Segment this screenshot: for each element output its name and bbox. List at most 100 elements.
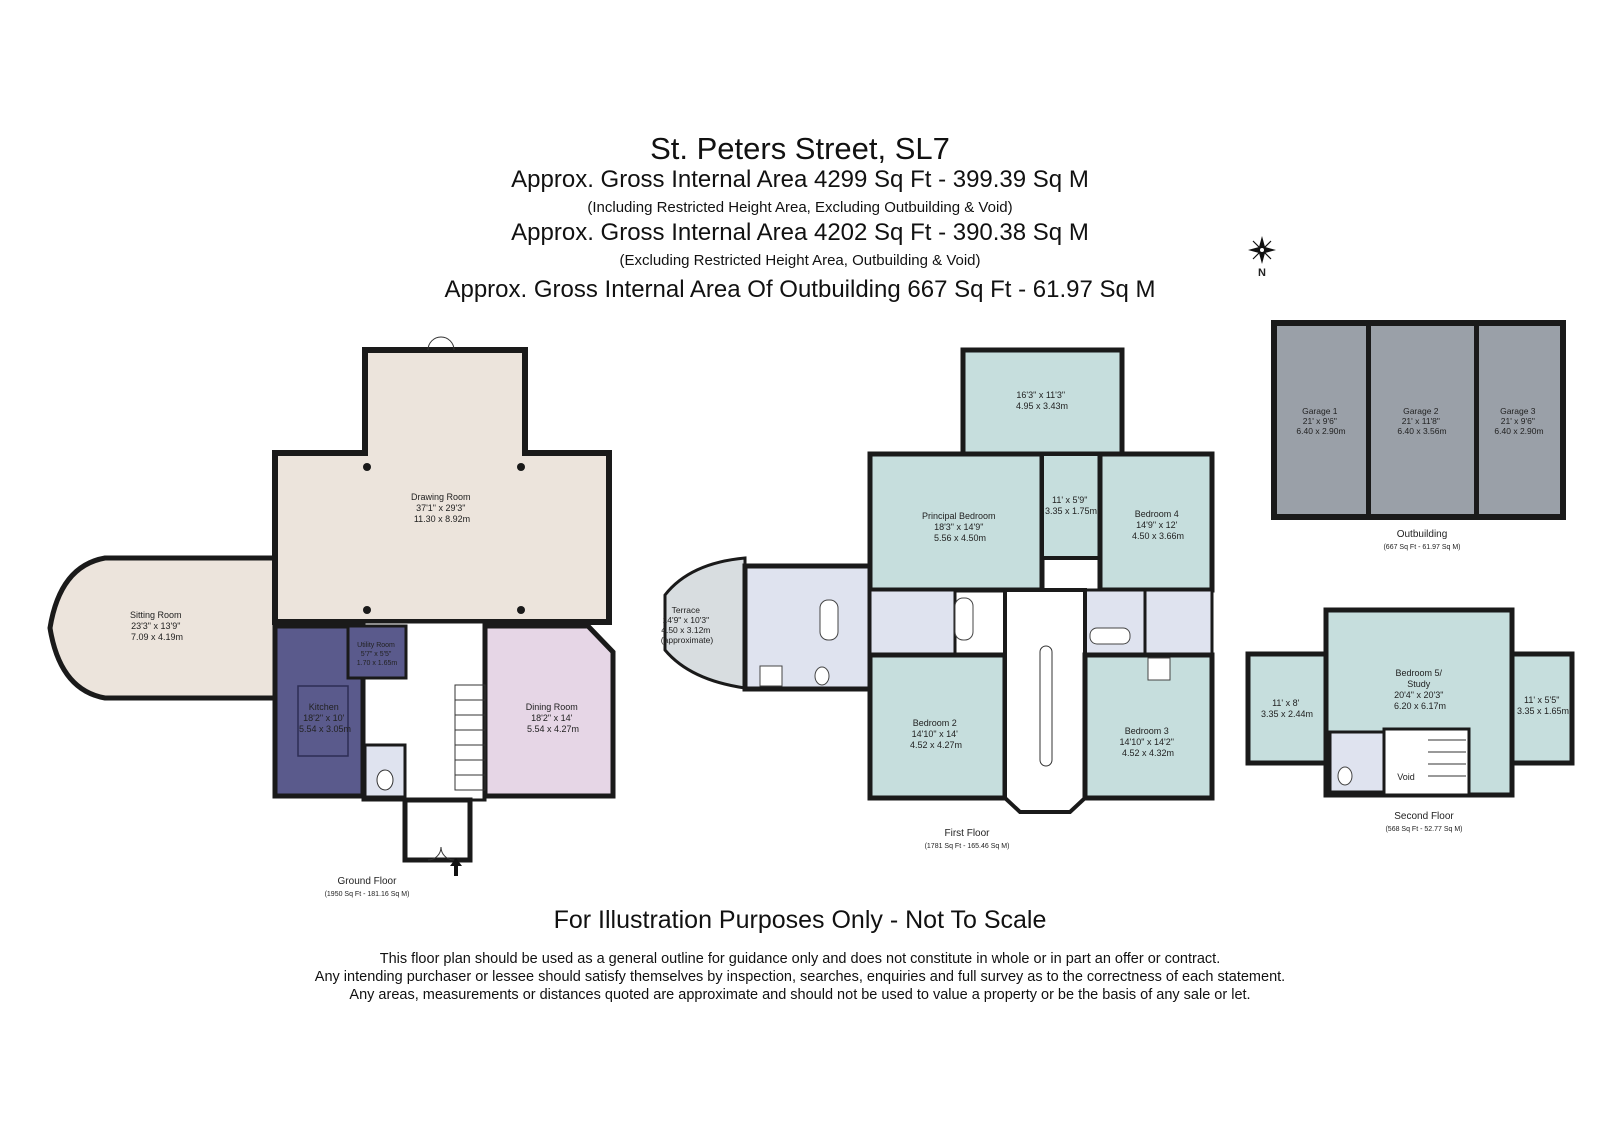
void-area — [1382, 727, 1471, 797]
kitchen-metric: 5.54 x 3.05m — [299, 724, 351, 734]
ground-floor-area: (1950 Sq Ft - 181.16 Sq M) — [325, 891, 410, 898]
porch-area — [402, 797, 473, 863]
drawing-room-area — [272, 347, 612, 625]
terrace-note: (approximate) — [661, 635, 714, 645]
terrace-imperial: 14'9" x 10'3" — [663, 615, 710, 625]
disclaimer-line-2: Any intending purchaser or lessee should… — [314, 969, 1286, 985]
top-room-imperial: 16'3" x 11'3" — [1016, 390, 1065, 400]
garage-1-metric: 6.40 x 2.90m — [1296, 426, 1345, 436]
bedroom-5-metric: 6.20 x 6.17m — [1394, 701, 1446, 711]
garage-2-metric: 6.40 x 3.56m — [1397, 426, 1446, 436]
svg-text:Bedroom 3 14'10" x 14'2": Bedroom 3 14'10" x 14'2" 4.52 x 4.32m — [1120, 726, 1177, 758]
dressing-imperial: 11' x 5'9" — [1052, 495, 1088, 505]
gross-area-excluding-note: (Excluding Restricted Height Area, Outbu… — [619, 252, 981, 269]
disclaimer-line-3: Any areas, measurements or distances quo… — [349, 987, 1251, 1003]
entrance-arrow-icon — [450, 858, 462, 876]
bedroom-4-name: Bedroom 4 — [1135, 509, 1179, 519]
compass-north-label: N — [1258, 267, 1266, 279]
right-eaves-metric: 3.35 x 1.65m — [1517, 706, 1569, 716]
first-floor-area: (1781 Sq Ft - 165.46 Sq M) — [925, 843, 1010, 850]
garage-2-area — [1371, 326, 1474, 514]
garage-3-name: Garage 3 — [1500, 406, 1536, 416]
garage-3-area — [1479, 326, 1560, 514]
garage-1-area — [1277, 326, 1366, 514]
disclaimer-line-1: This floor plan should be used as a gene… — [379, 951, 1221, 967]
sitting-room-area — [47, 555, 278, 701]
bedroom-2-name: Bedroom 2 — [913, 718, 957, 728]
svg-text:Terrace 14'9" x 10'3": Terrace 14'9" x 10'3" 4.50 x 3.12m (appr… — [661, 605, 714, 645]
sitting-room-metric: 7.09 x 4.19m — [131, 632, 183, 642]
french-door-icon — [427, 336, 455, 861]
outbuilding-area: (667 Sq Ft - 61.97 Sq M) — [1383, 544, 1460, 551]
bathroom-2-area — [1083, 588, 1147, 657]
bedroom-5-imperial: 20'4" x 20'3" — [1394, 690, 1443, 700]
right-eaves-room-area — [1509, 651, 1575, 766]
bedroom-5-name: Bedroom 5/ — [1395, 668, 1442, 678]
kitchen-island — [297, 685, 349, 757]
dressing-metric: 3.35 x 1.75m — [1045, 506, 1097, 516]
drawing-room-imperial: 37'1" x 29'3" — [416, 503, 465, 513]
top-room-metric: 4.95 x 3.43m — [1016, 401, 1068, 411]
drawing-room-name: Drawing Room — [411, 492, 471, 502]
right-eaves-imperial: 11' x 5'5" — [1524, 695, 1560, 705]
dining-room-metric: 5.54 x 4.27m — [527, 724, 579, 734]
drawing-room-metric: 11.30 x 8.92m — [414, 514, 470, 524]
second-floor-caption: Second Floor — [1394, 811, 1454, 822]
svg-text:Dining Room 18'2" x 14': Dining Room 18'2" x 14' 5.54 x 4.27m — [526, 702, 581, 734]
outbuilding-plan: Garage 1 21' x 9'6" 6.40 x 2.90m Garage … — [1271, 320, 1566, 551]
first-floor-caption: First Floor — [945, 828, 991, 839]
bedroom-5-study: Study — [1407, 679, 1431, 689]
garage-2-name: Garage 2 — [1403, 406, 1439, 416]
terrace-metric: 4.50 x 3.12m — [661, 625, 710, 635]
svg-text:Utility Room 5'7" x 5'5": Utility Room 5'7" x 5'5" 1.70 x 1.65m — [357, 642, 398, 667]
first-floor-plan: 16'3" x 11'3" 4.95 x 3.43m Principal Bed… — [661, 347, 1215, 850]
gross-area-outbuilding: Approx. Gross Internal Area Of Outbuildi… — [444, 276, 1156, 303]
gross-area-including-note: (Including Restricted Height Area, Exclu… — [587, 199, 1013, 216]
garage-2-imperial: 21' x 11'8" — [1402, 416, 1440, 426]
svg-text:11' x 5'9" 3.35 x 1.75m: 11' x 5'9" 3.35 x 1.75m — [1045, 495, 1097, 516]
bedroom-4-metric: 4.50 x 3.66m — [1132, 531, 1184, 541]
svg-text:Bedroom 4 14'9" x 12': Bedroom 4 14'9" x 12' 4.50 x 3.66m — [1132, 509, 1184, 541]
second-floor-shower-area — [1328, 730, 1386, 794]
bedroom-3-metric: 4.52 x 4.32m — [1122, 748, 1174, 758]
outbuilding-caption: Outbuilding — [1397, 529, 1448, 540]
gross-area-excluding: Approx. Gross Internal Area 4202 Sq Ft -… — [511, 219, 1089, 246]
sitting-room-imperial: 23'3" x 13'9" — [131, 621, 180, 631]
terrace-area — [663, 556, 747, 690]
svg-text:Bedroom 2 14'10" x 14': Bedroom 2 14'10" x 14' 4.52 x 4.27m — [910, 718, 962, 750]
svg-text:Bedroom 5/ Study 2: Bedroom 5/ Study 20'4" x 20'3" 6.20 x 6.… — [1394, 668, 1446, 711]
sitting-room-name: Sitting Room — [130, 610, 182, 620]
kitchen-imperial: 18'2" x 10' — [303, 713, 344, 723]
first-floor-landing — [1003, 588, 1087, 814]
garage-3-metric: 6.40 x 2.90m — [1494, 426, 1543, 436]
svg-text:Garage 3 21' x 9'6": Garage 3 21' x 9'6" 6.40 x 2.90m — [1494, 406, 1543, 436]
garage-3-imperial: 21' x 9'6" — [1501, 416, 1535, 426]
void-label: Void — [1397, 772, 1415, 782]
ground-floor-stairs — [454, 684, 486, 791]
bedroom-2-metric: 4.52 x 4.27m — [910, 740, 962, 750]
plan-title: St. Peters Street, SL7 — [650, 131, 950, 166]
bathroom-1-area — [868, 588, 957, 657]
bathroom-3-area — [1143, 588, 1214, 657]
principal-bedroom-imperial: 18'3" x 14'9" — [934, 522, 983, 532]
svg-text:Drawing Room 37'1" x 29': Drawing Room 37'1" x 29'3" 11.30 x 8.92m — [411, 492, 473, 524]
svg-text:11' x 5'5" 3.35 x 1.65m: 11' x 5'5" 3.35 x 1.65m — [1517, 695, 1569, 716]
landing-balustrade — [1039, 645, 1053, 767]
svg-text:Principal Bedroom 18'3": Principal Bedroom 18'3" x 14'9" 5.56 x 4… — [922, 511, 998, 543]
utility-room-metric: 1.70 x 1.65m — [357, 660, 398, 667]
second-floor-plan: Bedroom 5/ Study 20'4" x 20'3" 6.20 x 6.… — [1245, 607, 1575, 833]
svg-text:Kitchen 18'2" x 10': Kitchen 18'2" x 10' 5.54 x 3.05m — [299, 702, 351, 734]
left-eaves-metric: 3.35 x 2.44m — [1261, 709, 1313, 719]
garage-1-name: Garage 1 — [1302, 406, 1338, 416]
bedroom-4-imperial: 14'9" x 12' — [1136, 520, 1177, 530]
svg-text:16'3" x 11'3" 4.95 x 3.4: 16'3" x 11'3" 4.95 x 3.43m — [1016, 390, 1068, 411]
ground-floor-plan: Drawing Room 37'1" x 29'3" 11.30 x 8.92m… — [47, 336, 616, 898]
dining-room-name: Dining Room — [526, 702, 578, 712]
svg-text:Sitting Room 23'3" x 13': Sitting Room 23'3" x 13'9" 7.09 x 4.19m — [130, 610, 184, 642]
left-eaves-imperial: 11' x 8' — [1272, 698, 1300, 708]
gross-area-including: Approx. Gross Internal Area 4299 Sq Ft -… — [511, 166, 1089, 193]
utility-room-name: Utility Room — [357, 642, 395, 649]
svg-text:Garage 2 21' x 11'8": Garage 2 21' x 11'8" 6.40 x 3.56m — [1397, 406, 1446, 436]
bedroom-3-imperial: 14'10" x 14'2" — [1120, 737, 1174, 747]
